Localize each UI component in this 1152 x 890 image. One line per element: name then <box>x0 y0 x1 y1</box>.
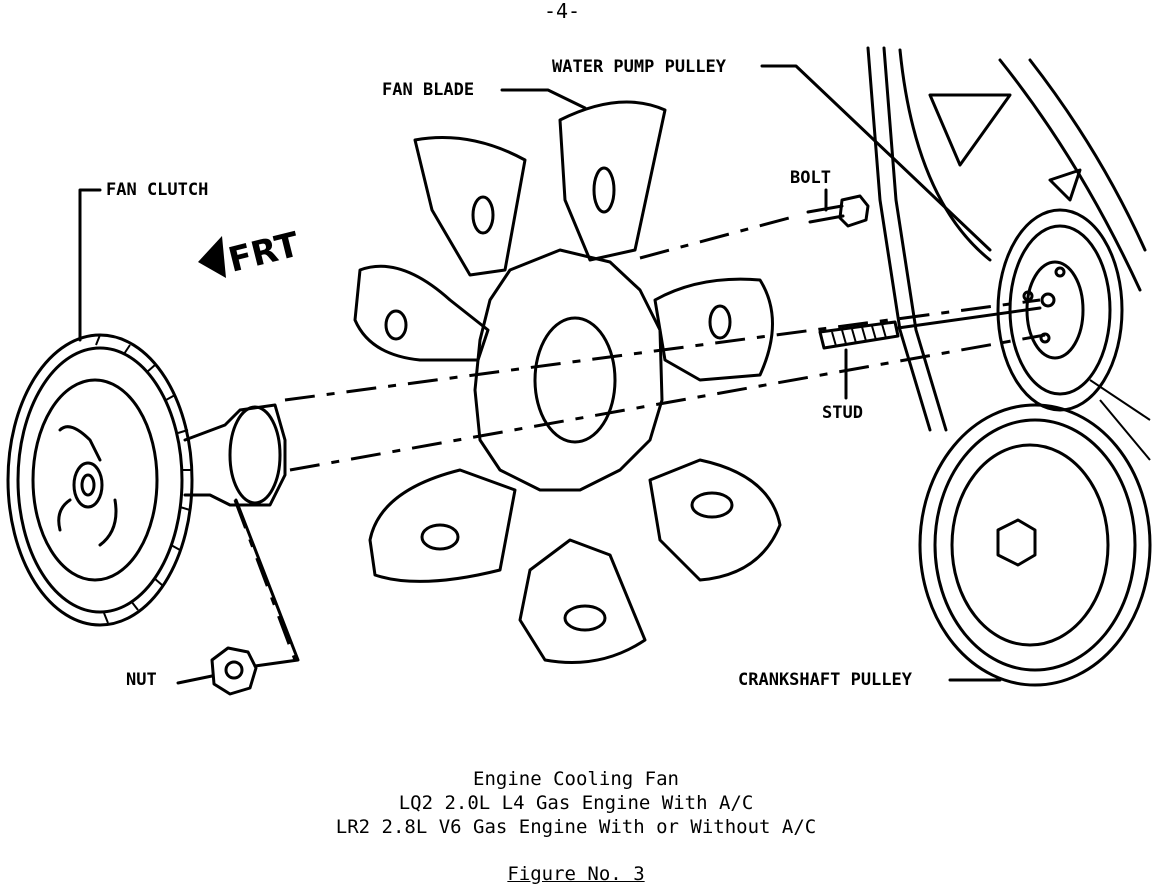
front-arrow-icon <box>198 236 226 278</box>
alignment-lines <box>233 213 1046 661</box>
page-number: -4- <box>544 0 580 23</box>
caption-engine-l4: LQ2 2.0L L4 Gas Engine With A/C <box>398 792 754 814</box>
fan-clutch <box>6 333 287 627</box>
bolt-part <box>806 194 870 228</box>
fan-blade <box>353 100 782 664</box>
nut-label: NUT <box>126 670 157 690</box>
front-direction-indicator: FRT <box>198 225 304 281</box>
fan-clutch-label: FAN CLUTCH <box>106 180 208 200</box>
stud-label: STUD <box>822 403 863 423</box>
crankshaft-pulley <box>918 403 1152 687</box>
stud-part <box>818 306 1042 350</box>
leader-lines <box>78 64 1002 685</box>
caption-title: Engine Cooling Fan <box>473 768 679 790</box>
fan-blade-label: FAN BLADE <box>382 80 474 100</box>
nut-part <box>210 646 258 696</box>
frt-label: FRT <box>225 225 304 281</box>
engine-front-cover <box>866 46 1151 461</box>
water-pump-pulley <box>996 208 1124 412</box>
crankshaft-pulley-label: CRANKSHAFT PULLEY <box>738 670 913 690</box>
water-pump-pulley-label: WATER PUMP PULLEY <box>552 57 727 77</box>
figure-number: Figure No. 3 <box>507 863 645 885</box>
caption-engine-v6: LR2 2.8L V6 Gas Engine With or Without A… <box>335 816 817 838</box>
bolt-label: BOLT <box>790 168 831 188</box>
